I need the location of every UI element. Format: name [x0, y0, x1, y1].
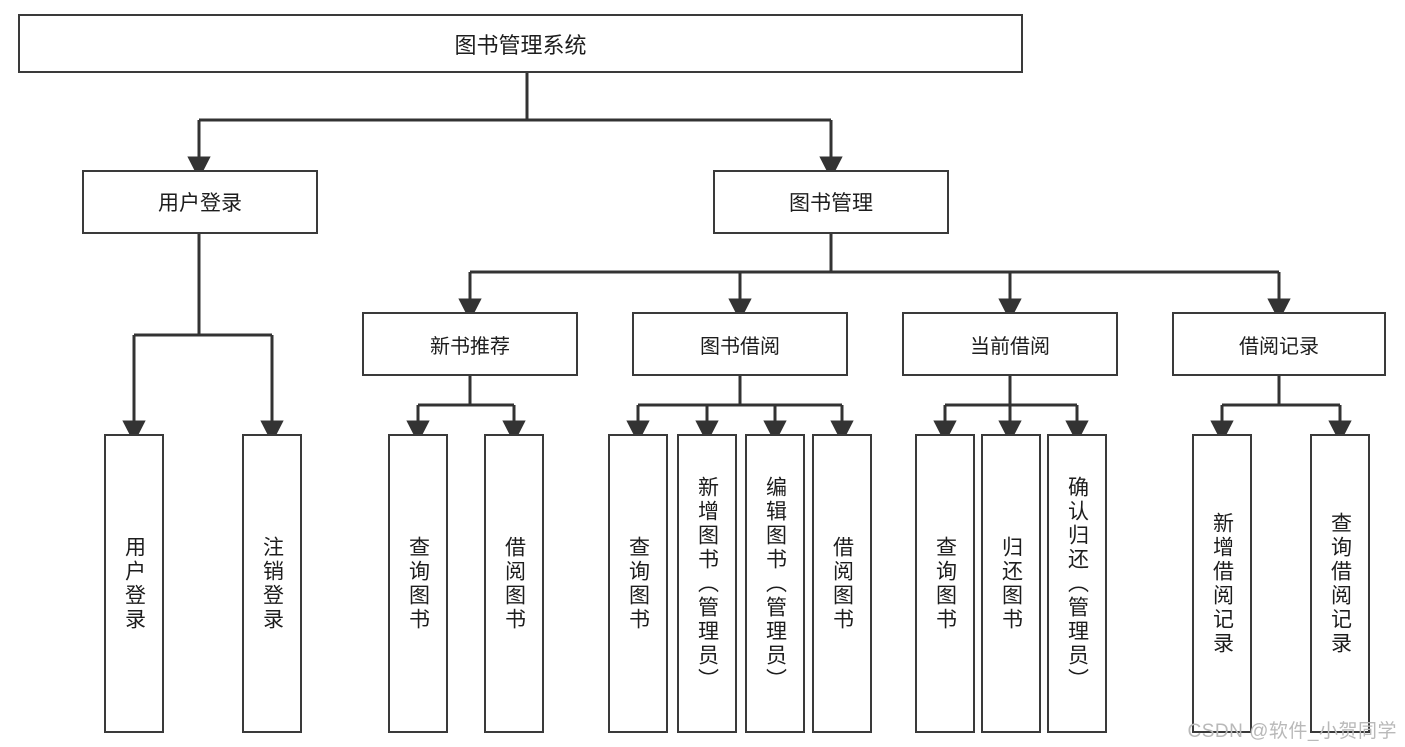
- node-borrow-record[interactable]: 借阅记录: [1172, 312, 1386, 376]
- leaf-query-record[interactable]: 查询借阅记录: [1310, 434, 1370, 733]
- leaf-add-record[interactable]: 新增借阅记录: [1192, 434, 1252, 733]
- leaf-user-login-label: 用户登录: [122, 535, 146, 632]
- leaf-query-book-3[interactable]: 查询图书: [915, 434, 975, 733]
- leaf-add-book[interactable]: 新增图书（管理员）: [677, 434, 737, 733]
- node-borrow-record-label: 借阅记录: [1239, 335, 1319, 358]
- leaf-edit-book[interactable]: 编辑图书（管理员）: [745, 434, 805, 733]
- node-user-login-label: 用户登录: [158, 192, 242, 215]
- leaf-edit-book-label: 编辑图书（管理员）: [763, 475, 787, 692]
- leaf-borrow-book-1-label: 借阅图书: [502, 535, 526, 632]
- leaf-query-book-3-label: 查询图书: [933, 535, 957, 632]
- leaf-logout-login-label: 注销登录: [260, 535, 284, 632]
- leaf-query-book-1-label: 查询图书: [406, 535, 430, 632]
- leaf-return-book-label: 归还图书: [999, 535, 1023, 632]
- node-book-borrow-label: 图书借阅: [700, 335, 780, 358]
- leaf-borrow-book-2[interactable]: 借阅图书: [812, 434, 872, 733]
- leaf-query-book-1[interactable]: 查询图书: [388, 434, 448, 733]
- node-root[interactable]: 图书管理系统: [18, 14, 1023, 73]
- leaf-logout-login[interactable]: 注销登录: [242, 434, 302, 733]
- leaf-borrow-book-1[interactable]: 借阅图书: [484, 434, 544, 733]
- leaf-return-book[interactable]: 归还图书: [981, 434, 1041, 733]
- watermark: CSDN @软件_小贺同学: [1187, 721, 1397, 742]
- node-book-management[interactable]: 图书管理: [713, 170, 949, 234]
- node-new-book-recommend[interactable]: 新书推荐: [362, 312, 578, 376]
- leaf-query-record-label: 查询借阅记录: [1328, 511, 1352, 656]
- node-current-borrow-label: 当前借阅: [970, 335, 1050, 358]
- node-new-book-recommend-label: 新书推荐: [430, 335, 510, 358]
- leaf-query-book-2[interactable]: 查询图书: [608, 434, 668, 733]
- node-root-label: 图书管理系统: [454, 32, 587, 58]
- node-book-management-label: 图书管理: [789, 192, 873, 215]
- leaf-add-book-label: 新增图书（管理员）: [695, 475, 719, 692]
- leaf-query-book-2-label: 查询图书: [626, 535, 650, 632]
- node-current-borrow[interactable]: 当前借阅: [902, 312, 1118, 376]
- node-user-login[interactable]: 用户登录: [82, 170, 318, 234]
- leaf-add-record-label: 新增借阅记录: [1210, 511, 1234, 656]
- leaf-confirm-return-label: 确认归还（管理员）: [1065, 475, 1089, 692]
- node-book-borrow[interactable]: 图书借阅: [632, 312, 848, 376]
- leaf-user-login[interactable]: 用户登录: [104, 434, 164, 733]
- leaf-confirm-return[interactable]: 确认归还（管理员）: [1047, 434, 1107, 733]
- leaf-borrow-book-2-label: 借阅图书: [830, 535, 854, 632]
